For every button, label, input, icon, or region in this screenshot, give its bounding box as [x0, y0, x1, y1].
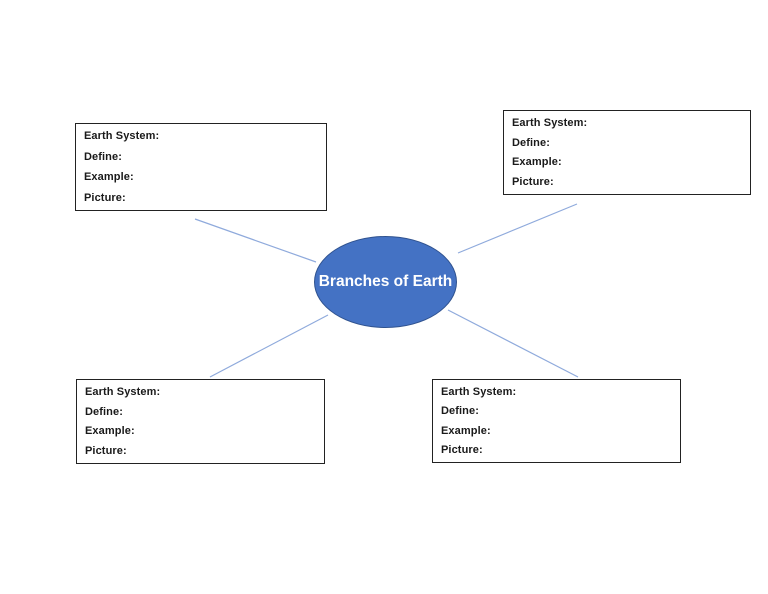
field-label-earth-system: Earth System: — [85, 386, 161, 398]
field-label-picture: Picture: — [441, 443, 483, 456]
field-label-example: Example: — [84, 171, 134, 184]
earth-system-box-bottom-left[interactable]: Earth System: Define: Example: Picture: — [76, 379, 325, 464]
connector-top-right-line — [457, 203, 578, 254]
field-label-define: Define: — [85, 405, 123, 418]
field-label-picture: Picture: — [512, 175, 554, 188]
earth-system-box-top-right[interactable]: Earth System: Define: Example: Picture: — [503, 110, 751, 195]
field-label-picture: Picture: — [84, 191, 126, 204]
field-label-example: Example: — [512, 156, 562, 169]
earth-system-box-top-left[interactable]: Earth System: Define: Example: Picture: — [75, 123, 327, 211]
field-label-example: Example: — [85, 425, 135, 438]
center-topic-label: Branches of Earth — [318, 273, 453, 290]
earth-system-box-bottom-right[interactable]: Earth System: Define: Example: Picture: — [432, 379, 681, 463]
field-label-picture: Picture: — [85, 444, 127, 457]
field-label-define: Define: — [441, 405, 479, 418]
connector-top-left-line — [194, 218, 317, 263]
field-label-earth-system: Earth System: — [441, 386, 517, 398]
connector-bottom-right-line — [447, 309, 579, 378]
field-label-define: Define: — [512, 136, 550, 149]
field-label-example: Example: — [441, 424, 491, 437]
center-topic-ellipse[interactable]: Branches of Earth — [314, 236, 457, 328]
field-label-earth-system: Earth System: — [84, 130, 160, 142]
field-label-earth-system: Earth System: — [512, 117, 588, 129]
connector-bottom-left-line — [209, 314, 329, 378]
field-label-define: Define: — [84, 150, 122, 163]
